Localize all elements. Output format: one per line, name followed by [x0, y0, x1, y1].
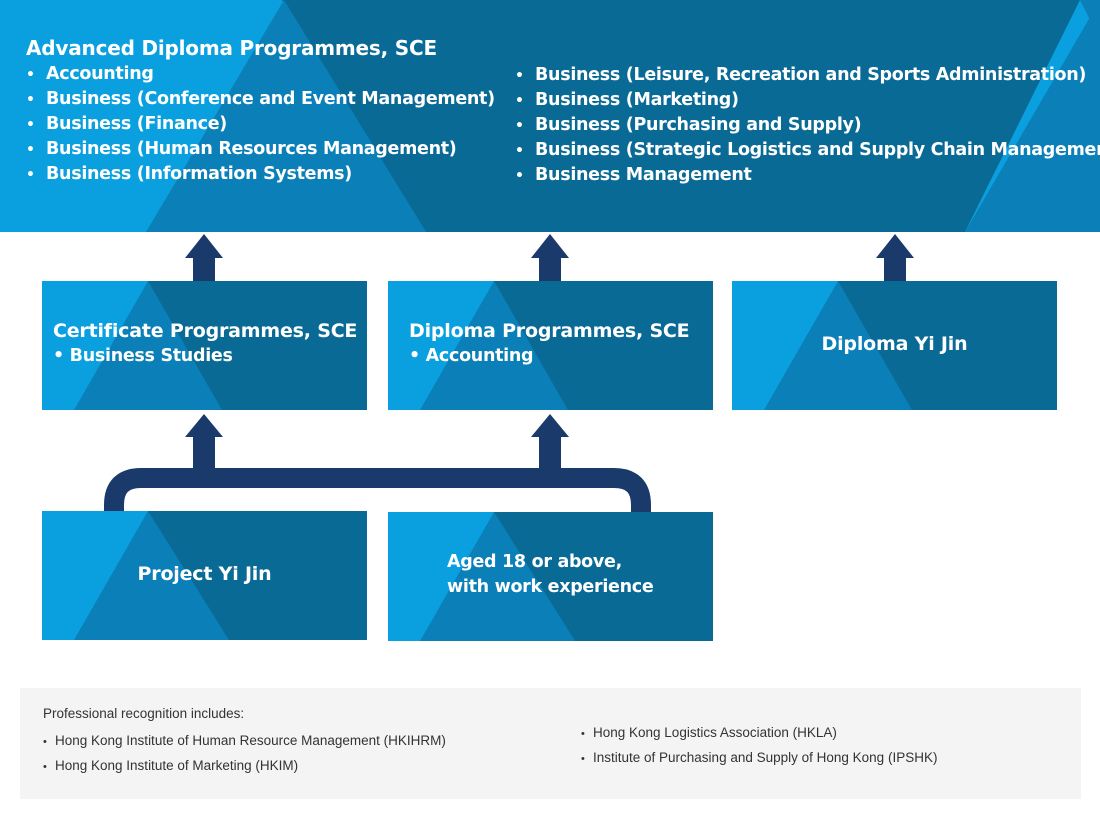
list-item: • Business (Leisure, Recreation and Sport… [515, 63, 1100, 88]
list-item-label: Business Management [535, 165, 752, 185]
bullet: • [515, 93, 524, 109]
list-item: • Business (Strategic Logistics and Suppl… [515, 138, 1100, 163]
list-item: • Business (Information Systems) [26, 162, 495, 187]
bullet: • [26, 92, 35, 108]
bullet: • [26, 167, 35, 183]
arrows-to-middle [185, 414, 569, 470]
recognition-panel [20, 688, 1081, 799]
list-item-label: Hong Kong Institute of Human Resource Ma… [55, 733, 446, 748]
list-item: • Business (Purchasing and Supply) [515, 113, 1100, 138]
arrows-to-advanced [185, 234, 914, 281]
list-item: • Institute of Purchasing and Supply of H… [581, 745, 937, 770]
recognition-heading: Professional recognition includes: [43, 706, 245, 721]
advanced-list-right: • Business (Leisure, Recreation and Sport… [515, 63, 1100, 188]
bullet: • [515, 143, 524, 159]
aged-line-2: with work experience [447, 577, 654, 597]
list-item-label: Business (Purchasing and Supply) [535, 115, 862, 135]
list-item-label: Business (Information Systems) [46, 164, 352, 184]
project-yi-jin-title: Project Yi Jin [137, 563, 272, 585]
recognition-list-left: • Hong Kong Institute of Human Resource M… [43, 728, 446, 778]
diploma-box [388, 281, 713, 410]
bullet: • [43, 736, 47, 748]
diploma-yi-jin-title: Diploma Yi Jin [821, 333, 968, 355]
list-item-label: Business (Human Resources Management) [46, 139, 457, 159]
list-item-label: Business (Strategic Logistics and Supply… [535, 140, 1100, 160]
list-item: • Hong Kong Institute of Human Resource M… [43, 728, 446, 753]
certificate-item: • Business Studies [53, 346, 233, 366]
bullet: • [515, 168, 524, 184]
connector-bracket [104, 468, 651, 512]
list-item-label: Business (Finance) [46, 114, 227, 134]
diploma-title: Diploma Programmes, SCE [409, 320, 690, 342]
bullet: • [26, 117, 35, 133]
bullet: • [515, 68, 524, 84]
diploma-yi-jin-box [732, 281, 1057, 410]
diploma-item: • Accounting [409, 346, 534, 366]
list-item-label: Accounting [46, 64, 154, 84]
list-item-label: Institute of Purchasing and Supply of Ho… [593, 750, 938, 765]
bullet: • [581, 728, 585, 740]
list-item-label: Business (Marketing) [535, 90, 739, 110]
list-item-label: Hong Kong Logistics Association (HKLA) [593, 725, 837, 740]
bullet: • [515, 118, 524, 134]
list-item: • Hong Kong Institute of Marketing (HKIM) [43, 753, 446, 778]
project-yi-jin-box [42, 511, 367, 640]
list-item: • Business (Finance) [26, 112, 495, 137]
list-item-label: Business (Leisure, Recreation and Sports… [535, 65, 1087, 85]
list-item: • Hong Kong Logistics Association (HKLA) [581, 720, 937, 745]
list-item: • Business (Conference and Event Manageme… [26, 87, 495, 112]
list-item-label: Hong Kong Institute of Marketing (HKIM) [55, 758, 299, 773]
advanced-banner [0, 0, 1100, 232]
aged-box [388, 512, 713, 641]
bullet: • [26, 142, 35, 158]
aged-line-1: Aged 18 or above, [447, 552, 622, 572]
list-item: • Business (Human Resources Management) [26, 137, 495, 162]
list-item: • Business (Marketing) [515, 88, 1100, 113]
recognition-list-right: •Hong Kong Logistics Association (HKLA) … [581, 720, 937, 770]
certificate-box [42, 281, 367, 410]
bullet: • [26, 67, 35, 83]
list-item-label: Business (Conference and Event Managemen… [46, 89, 495, 109]
bullet: • [43, 761, 47, 773]
advanced-title: Advanced Diploma Programmes, SCE [26, 36, 437, 60]
list-item: • Business Management [515, 163, 1100, 188]
list-item: • Accounting [26, 62, 495, 87]
bullet: • [581, 753, 585, 765]
advanced-list-left: • Accounting • Business (Conference and Ev… [26, 62, 495, 187]
certificate-title: Certificate Programmes, SCE [53, 320, 358, 342]
